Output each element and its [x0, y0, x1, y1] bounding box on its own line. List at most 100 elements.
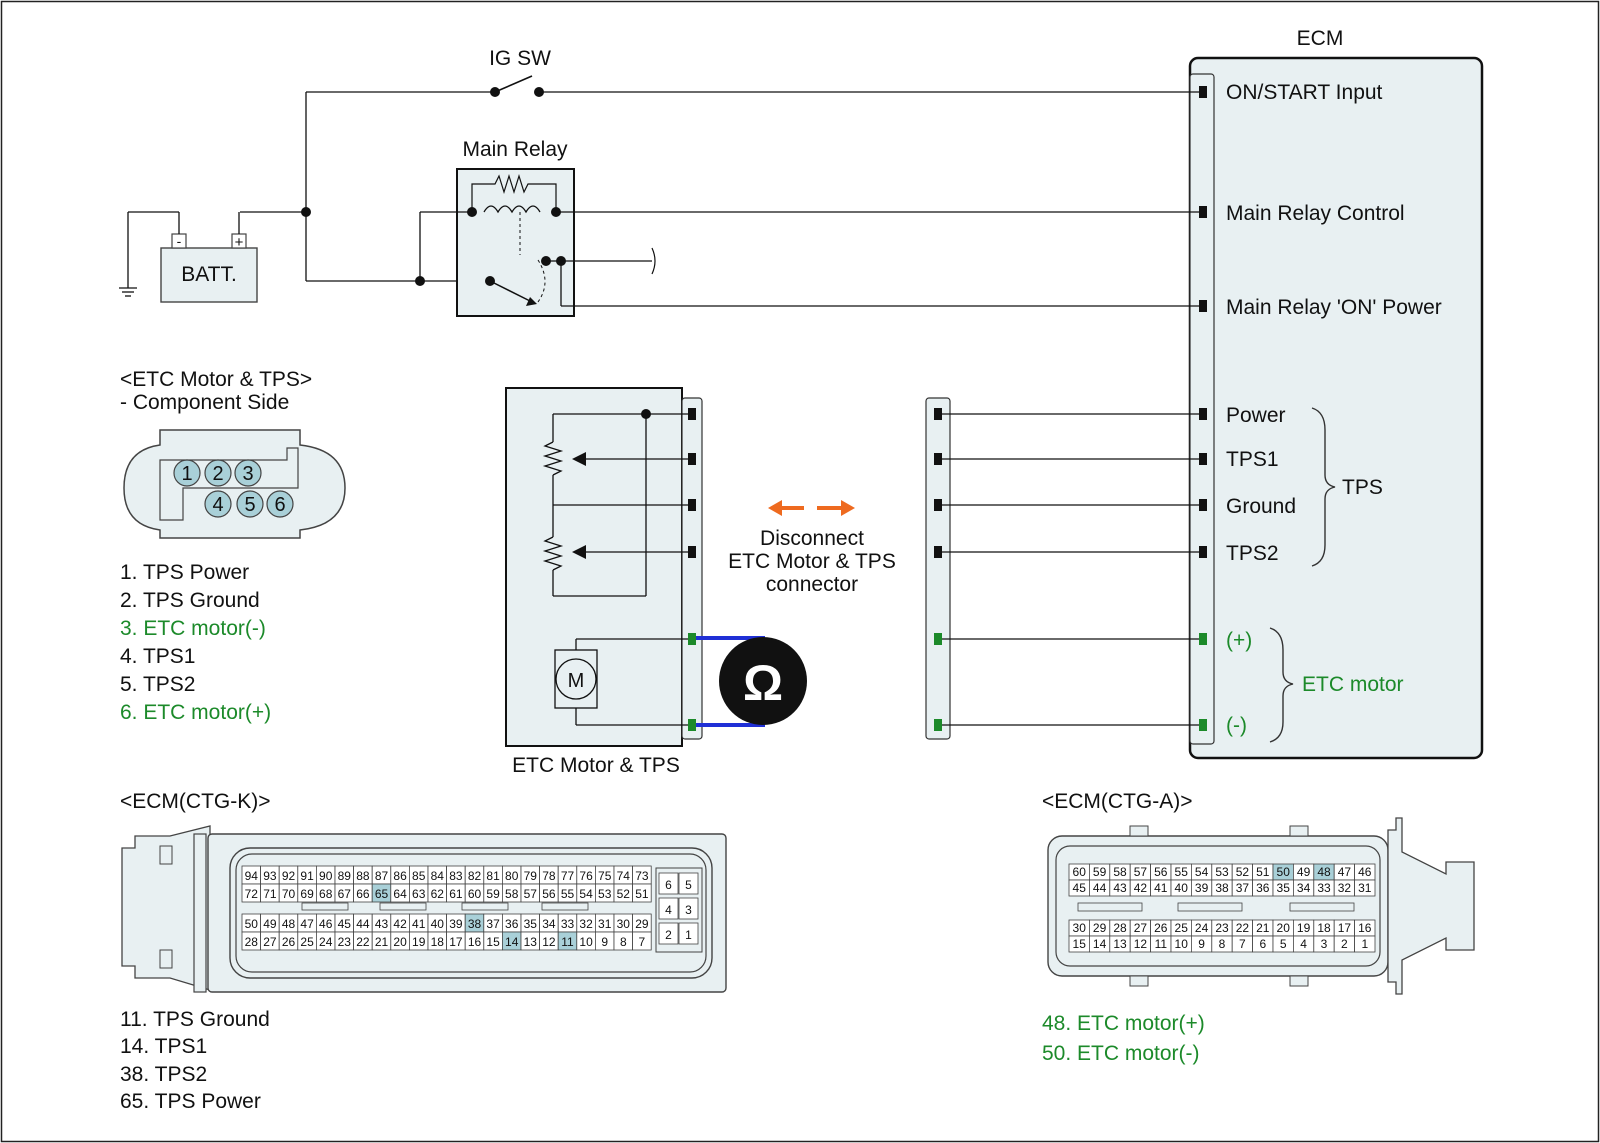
ctg-k-side-cell-4 [658, 897, 679, 920]
ctg-k-pin-number: 23 [338, 935, 352, 949]
ctg-k-note-1: 11. TPS Ground [120, 1008, 270, 1031]
ctg-k-side-pin-number: 2 [665, 928, 672, 942]
ctg-k-pin-number: 18 [431, 935, 445, 949]
ctg-k-pin-number: 44 [356, 917, 370, 931]
ctg-k-pin-number: 36 [505, 917, 519, 931]
ctg-k-pin-number: 65 [375, 887, 389, 901]
ctg-a-pin-number: 26 [1154, 921, 1168, 935]
ctg-k-pin-number: 87 [375, 869, 389, 883]
ctg-k-pin-number: 48 [282, 917, 296, 931]
ctg-a-pin-number: 5 [1280, 937, 1287, 951]
ctg-k-pin-number: 8 [620, 935, 627, 949]
ctg-a-key-slot [1177, 902, 1243, 912]
ctg-k-pin-number: 76 [579, 869, 593, 883]
battery-label: BATT. [181, 263, 237, 286]
ctg-k-note-2: 14. TPS1 [120, 1035, 207, 1058]
ctg-a-pin-number: 22 [1236, 921, 1250, 935]
ctg-a-pin-number: 19 [1297, 921, 1311, 935]
ctg-k-key-slot [461, 902, 509, 911]
ctg-a-pin-number: 3 [1321, 937, 1328, 951]
ctg-k-pin-number: 90 [319, 869, 333, 883]
ctg-k-note-3: 38. TPS2 [120, 1063, 207, 1086]
ctg-a-pin-number: 34 [1297, 881, 1311, 895]
ctg-a-pin-number: 15 [1073, 937, 1087, 951]
pin-desc-1: 1. TPS Power [120, 561, 249, 584]
ctg-k-pin-number: 77 [561, 869, 575, 883]
ctg-a-pin-number: 45 [1073, 881, 1087, 895]
ecm-pin-on-start: ON/START Input [1226, 81, 1383, 104]
ctg-a-pin-number: 25 [1175, 921, 1189, 935]
ctg-k-cell-7 [632, 931, 652, 951]
tps-brace [1311, 407, 1336, 567]
ctg-k-pin-number: 72 [245, 887, 259, 901]
ctg-k-key-slot [301, 902, 349, 911]
component-pin-3 [234, 459, 262, 487]
component-pin-number: 3 [242, 463, 253, 485]
ctg-a-pin-number: 53 [1215, 865, 1229, 879]
ctg-k-pin-number: 20 [393, 935, 407, 949]
relay-resistor [471, 173, 557, 212]
pin-desc-2: 2. TPS Ground [120, 589, 260, 612]
ctg-k-pin-number: 80 [505, 869, 519, 883]
ctg-k-key-slot [379, 902, 427, 911]
ctg-k-cell-51 [632, 883, 652, 903]
ctg-a-pin-number: 51 [1256, 865, 1270, 879]
ctg-k-pin-number: 39 [449, 917, 463, 931]
ctg-a-pin-number: 16 [1358, 921, 1372, 935]
pin-desc-5: 5. TPS2 [120, 673, 196, 696]
tps-sensor-circuit [542, 413, 692, 597]
ctg-a-pin-number: 30 [1073, 921, 1087, 935]
ctg-k-pin-number: 7 [639, 935, 646, 949]
ctg-k-pin-number: 13 [524, 935, 538, 949]
ctg-a-pin-number: 48 [1317, 865, 1331, 879]
ohm-symbol: Ω [743, 655, 783, 711]
ctg-a-pin-number: 33 [1317, 881, 1331, 895]
ctg-k-pin-number: 64 [393, 887, 407, 901]
ctg-a-pin-number: 32 [1338, 881, 1352, 895]
ctg-k-pin-number: 53 [598, 887, 612, 901]
ctg-a-pin-number: 13 [1113, 937, 1127, 951]
battery-box [160, 247, 258, 303]
component-subheader: - Component Side [120, 391, 289, 414]
ecm-title: ECM [1297, 27, 1344, 50]
ctg-k-pin-number: 86 [393, 869, 407, 883]
ctg-k-pin-number: 51 [635, 887, 649, 901]
ctg-a-pin-number: 36 [1256, 881, 1270, 895]
ctg-a-cell-1 [1354, 935, 1376, 953]
ctg-a-pin-number: 47 [1338, 865, 1352, 879]
ctg-a-pin-number: 52 [1236, 865, 1250, 879]
ctg-k-pin-number: 67 [338, 887, 352, 901]
ctg-k-pin-number: 34 [542, 917, 556, 931]
harness-connector [925, 397, 951, 740]
ctg-k-pin-number: 19 [412, 935, 426, 949]
ctg-k-pin-number: 74 [617, 869, 631, 883]
ctg-a-pin-number: 56 [1154, 865, 1168, 879]
ctg-k-pin-number: 12 [542, 935, 556, 949]
component-pin-5 [236, 490, 264, 518]
ctg-a-pin-number: 27 [1134, 921, 1148, 935]
ctg-k-pin-number: 68 [319, 887, 333, 901]
ctg-a-pin-number: 31 [1358, 881, 1372, 895]
ctg-k-pin-number: 55 [561, 887, 575, 901]
component-header: <ETC Motor & TPS> [120, 368, 312, 391]
ctg-k-side-cell-6 [658, 872, 679, 895]
ctg-k-pin-number: 73 [635, 869, 649, 883]
ctg-a-pin-number: 40 [1175, 881, 1189, 895]
ctg-a-pin-number: 18 [1317, 921, 1331, 935]
ctg-a-pin-number: 23 [1215, 921, 1229, 935]
ig-switch-blade [494, 75, 533, 93]
ig-sw-label: IG SW [489, 47, 551, 70]
instruction-line2: ETC Motor & TPS [728, 550, 896, 573]
component-pin-list: 1. TPS Power 2. TPS Ground 3. ETC motor(… [120, 561, 271, 724]
ctg-k-pin-number: 59 [486, 887, 500, 901]
ctg-a-pin-number: 44 [1093, 881, 1107, 895]
ctg-k-key-slot [541, 902, 589, 911]
component-pin-number: 6 [274, 494, 285, 516]
ctg-k-pin-number: 43 [375, 917, 389, 931]
ctg-k-pin-number: 47 [300, 917, 314, 931]
group-motor-label: ETC motor [1302, 673, 1404, 696]
ctg-k-pin-number: 83 [449, 869, 463, 883]
ctg-k-pin-number: 32 [579, 917, 593, 931]
